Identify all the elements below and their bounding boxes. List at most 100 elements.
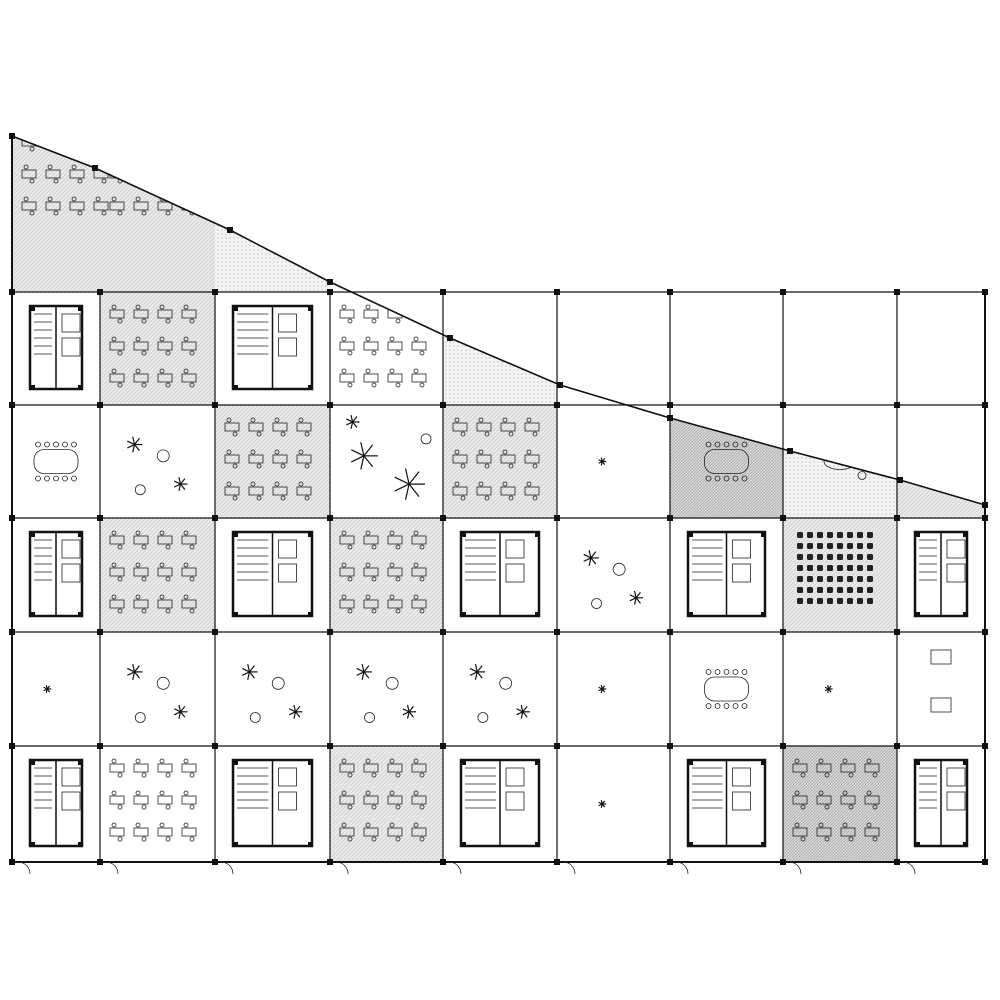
chair: [478, 417, 484, 423]
auditorium-seat: [837, 554, 843, 560]
structural-column: [97, 629, 103, 635]
chair: [732, 703, 739, 709]
elevator: [61, 337, 81, 357]
auditorium-seat: [827, 576, 833, 582]
auditorium-seat: [827, 587, 833, 593]
workstation-desk: [133, 201, 149, 211]
auditorium-seat: [797, 576, 803, 582]
workstation-desk: [411, 827, 427, 837]
plant-leaf: [930, 457, 933, 462]
auditorium-seat: [857, 543, 863, 549]
detail-core: [28, 304, 84, 391]
plant-leaf: [295, 705, 301, 713]
workstation-desk: [816, 827, 832, 837]
workstation-desk: [792, 827, 808, 837]
chair: [526, 481, 532, 487]
plant-leaf: [242, 667, 250, 673]
plant-leaf: [516, 708, 524, 713]
chair: [111, 304, 117, 310]
auditorium-seat: [797, 543, 803, 549]
chair: [484, 463, 490, 469]
chair: [304, 431, 310, 437]
chair: [135, 594, 141, 600]
auditorium-seat: [857, 532, 863, 538]
column: [78, 385, 83, 390]
chair: [159, 822, 165, 828]
plant-leaf: [516, 711, 524, 716]
workstation-desk: [109, 795, 125, 805]
structural-column: [212, 743, 218, 749]
workstation-desk: [524, 422, 540, 432]
plant-leaf: [178, 477, 182, 485]
workstation-desk: [864, 827, 880, 837]
chair: [794, 758, 800, 764]
auditorium-seat: [867, 565, 873, 571]
facade-column: [227, 227, 233, 233]
workstation-desk: [93, 137, 109, 147]
workstation-desk: [816, 795, 832, 805]
workstation-desk: [157, 341, 173, 351]
chair: [705, 441, 712, 448]
chair: [419, 608, 425, 614]
structural-column: [440, 859, 446, 865]
workstation-desk: [181, 763, 197, 773]
chair: [165, 608, 171, 614]
elevator: [505, 539, 525, 559]
zone-plaza: [215, 632, 330, 746]
chair: [183, 822, 189, 828]
chair: [111, 136, 117, 138]
workstation-desk: [109, 137, 125, 147]
workstation-desk: [339, 309, 355, 319]
chair: [111, 562, 117, 568]
structural-column: [9, 743, 15, 749]
column: [963, 842, 968, 847]
workstation-desk: [157, 169, 173, 179]
workstation-desk: [109, 373, 125, 383]
workstation-desk: [272, 454, 288, 464]
plant-leaf: [351, 455, 365, 463]
workstation-desk: [181, 169, 197, 179]
chair: [62, 441, 68, 448]
door-swing: [902, 861, 916, 875]
detail-open: [928, 457, 937, 466]
chair: [117, 772, 123, 778]
chair: [389, 822, 395, 828]
door-swing: [17, 861, 31, 875]
structural-column: [780, 629, 786, 635]
plant-leaf: [127, 667, 135, 673]
zone-workstations: [100, 518, 215, 632]
chair: [189, 146, 195, 152]
door-swing: [675, 861, 689, 875]
workstation-desk: [224, 422, 240, 432]
structural-column: [327, 402, 333, 408]
chair: [741, 703, 748, 709]
chair: [256, 431, 262, 437]
chair: [135, 530, 141, 536]
chair: [413, 822, 419, 828]
auditorium-seat: [847, 543, 853, 549]
workstation-desk: [524, 486, 540, 496]
zone-open: [12, 632, 100, 746]
chair: [141, 318, 147, 324]
column: [30, 532, 35, 537]
column: [30, 385, 35, 390]
column: [233, 612, 238, 617]
chair: [454, 417, 460, 423]
chair: [298, 449, 304, 455]
round-table: [364, 712, 375, 723]
structural-column: [667, 289, 673, 295]
column: [308, 385, 313, 390]
workstation-desk: [248, 486, 264, 496]
chair: [71, 475, 77, 482]
round-table: [134, 712, 146, 723]
structural-column: [554, 515, 560, 521]
column: [233, 306, 238, 311]
chair: [226, 449, 232, 455]
workstation-desk: [339, 599, 355, 609]
structural-column: [554, 402, 560, 408]
chair: [395, 576, 401, 582]
plant-leaf: [346, 421, 353, 426]
plant-leaf: [404, 483, 410, 500]
auditorium-seat: [817, 565, 823, 571]
plant-leaf: [132, 663, 136, 673]
